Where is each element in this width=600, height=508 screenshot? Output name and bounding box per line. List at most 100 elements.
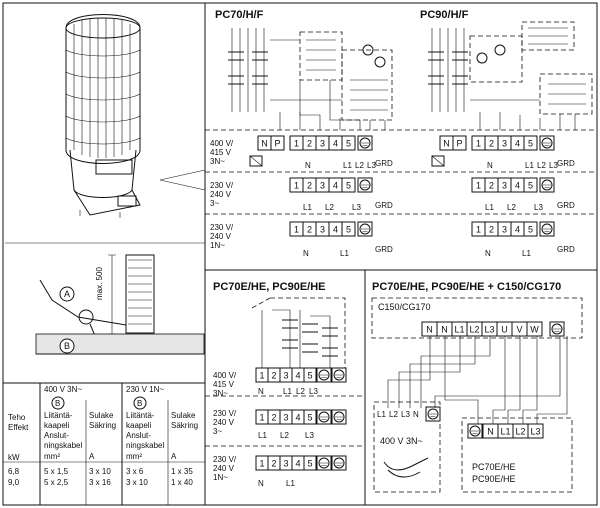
svg-text:3 x 10: 3 x 10 — [126, 478, 148, 487]
svg-text:1: 1 — [476, 181, 481, 191]
pc90-400-terminal-2: 2 — [484, 135, 499, 151]
pc90-230-3-terminal-2: 2 — [484, 177, 499, 193]
svg-text:230 V/: 230 V/ — [210, 181, 234, 190]
he-400-n-label: N — [258, 387, 264, 396]
svg-text:230 V/: 230 V/ — [213, 409, 237, 418]
pc90-400-l3-label: L3 — [549, 161, 558, 170]
svg-text:4: 4 — [295, 459, 300, 469]
pc70-230-1-grd-label: GRD — [375, 245, 393, 254]
fuse-header-230: Sulake Säkring A — [171, 411, 198, 461]
he-box-terminal-l1: L1 — [497, 423, 514, 439]
he-230-3-terminal-3: 3 — [279, 409, 293, 425]
pc90-230-1-n-label: N — [485, 249, 491, 258]
svg-text:400 V/: 400 V/ — [210, 139, 234, 148]
svg-text:N: N — [261, 139, 268, 149]
pc90-230-3-l3-label: L3 — [534, 203, 543, 212]
he-230-3-terminal-1: 1 — [255, 409, 269, 425]
he-230-1-ground-icon-a — [316, 455, 332, 471]
pc70-230-3-l3-label: L3 — [352, 203, 361, 212]
he-heater-box — [461, 417, 573, 493]
svg-text:5: 5 — [346, 225, 351, 235]
cg-ground-icon — [549, 321, 565, 337]
svg-text:1: 1 — [294, 225, 299, 235]
pc70-230-1-n-label: N — [303, 249, 309, 258]
callout-b-label: B — [64, 341, 70, 351]
he-voltage-230-3: 230 V/ 240 V 3~ — [213, 409, 237, 436]
he-400-ground-icon-a — [316, 367, 332, 383]
callout-pointer — [159, 169, 206, 191]
pc70-230-3-l2-label: L2 — [325, 203, 334, 212]
pc90-230-3-ground-icon — [539, 177, 555, 193]
pc90-400-terminal-n: N — [439, 135, 454, 151]
he-400-terminal-2: 2 — [267, 367, 281, 383]
cg-terminal-n-1: N — [436, 321, 453, 337]
svg-text:1 x 35: 1 x 35 — [171, 467, 193, 476]
he-400-terminal-3: 3 — [279, 367, 293, 383]
svg-text:Sulake: Sulake — [171, 411, 196, 420]
model-label-2: PC90E/HE — [472, 474, 516, 484]
svg-text:2: 2 — [489, 225, 494, 235]
svg-text:Liitäntä-: Liitäntä- — [44, 411, 73, 420]
pc70-400-n-label: N — [305, 161, 311, 170]
svg-text:4: 4 — [295, 371, 300, 381]
he-230-1-terminal-5: 5 — [303, 455, 317, 471]
he-230-1-terminal-1: 1 — [255, 455, 269, 471]
pc90-internal-wiring — [428, 21, 593, 130]
pc70-230-3-terminal-5: 5 — [341, 177, 356, 193]
pc90-230-3-l1-label: L1 — [485, 203, 494, 212]
table-row: 6,8 5 x 1,5 3 x 10 3 x 6 1 x 35 — [8, 467, 193, 476]
pc70-400-l3-label: L3 — [367, 161, 376, 170]
he-400-terminal-4: 4 — [291, 367, 305, 383]
pc70-400-grd-label: GRD — [375, 159, 393, 168]
cg-box-label: C150/CG170 — [378, 302, 431, 312]
svg-text:1N~: 1N~ — [213, 473, 228, 482]
he-400-l1-label: L1 — [283, 387, 292, 396]
svg-text:3: 3 — [502, 225, 507, 235]
pc70-230-3-terminal-2: 2 — [302, 177, 317, 193]
he-230-3-l3-label: L3 — [305, 431, 314, 440]
pc70-230-3-ground-icon — [357, 177, 373, 193]
pc90-230-3-grd-label: GRD — [557, 201, 575, 210]
heater-illustration — [65, 14, 141, 218]
group-400-b: B — [55, 399, 60, 408]
pc90-400-terminal-p: P — [452, 135, 467, 151]
svg-text:L2: L2 — [469, 325, 479, 335]
he-230-1-ground-icon-b — [331, 455, 347, 471]
cg-terminal-l3-4: L3 — [481, 321, 498, 337]
pc70-230-1-terminal-5: 5 — [341, 221, 356, 237]
pc70-400-terminal-p: P — [270, 135, 285, 151]
pc90-230-1-terminal-5: 5 — [523, 221, 538, 237]
svg-text:4: 4 — [515, 139, 520, 149]
svg-text:240 V: 240 V — [210, 232, 232, 241]
cg-wiring — [387, 336, 568, 424]
cg-terminal-l2-3: L2 — [466, 321, 483, 337]
group-230-label: 230 V 1N~ — [126, 385, 164, 394]
pc70-230-3-terminal-3: 3 — [315, 177, 330, 193]
he-230-3-terminal-5: 5 — [303, 409, 317, 425]
pc90-230-1-l1-label: L1 — [522, 249, 531, 258]
cg-terminal-v-6: V — [511, 321, 528, 337]
svg-text:A: A — [89, 452, 95, 461]
svg-text:415 V: 415 V — [213, 380, 235, 389]
he-400-terminal-5: 5 — [303, 367, 317, 383]
svg-text:5: 5 — [528, 181, 533, 191]
max-height-label: max. 500 — [95, 267, 104, 300]
svg-text:2: 2 — [271, 371, 276, 381]
svg-text:1: 1 — [476, 139, 481, 149]
svg-text:3: 3 — [320, 139, 325, 149]
svg-text:Sulake: Sulake — [89, 411, 114, 420]
svg-text:kaapeli: kaapeli — [44, 421, 70, 430]
svg-text:3 x 16: 3 x 16 — [89, 478, 111, 487]
svg-text:ningskabel: ningskabel — [126, 441, 164, 450]
pc70-400-terminal-2: 2 — [302, 135, 317, 151]
svg-text:P: P — [456, 139, 462, 149]
title-pc70: PC70/H/F — [215, 9, 264, 21]
callout-a-label: A — [64, 289, 70, 299]
pc70-230-3-terminal-4: 4 — [328, 177, 343, 193]
svg-text:2: 2 — [307, 139, 312, 149]
pc70-400-terminal-4: 4 — [328, 135, 343, 151]
cg-terminal-l1-2: L1 — [451, 321, 468, 337]
svg-text:2: 2 — [271, 413, 276, 423]
voltage-label-230-1: 230 V/ 240 V 1N~ — [210, 223, 234, 250]
